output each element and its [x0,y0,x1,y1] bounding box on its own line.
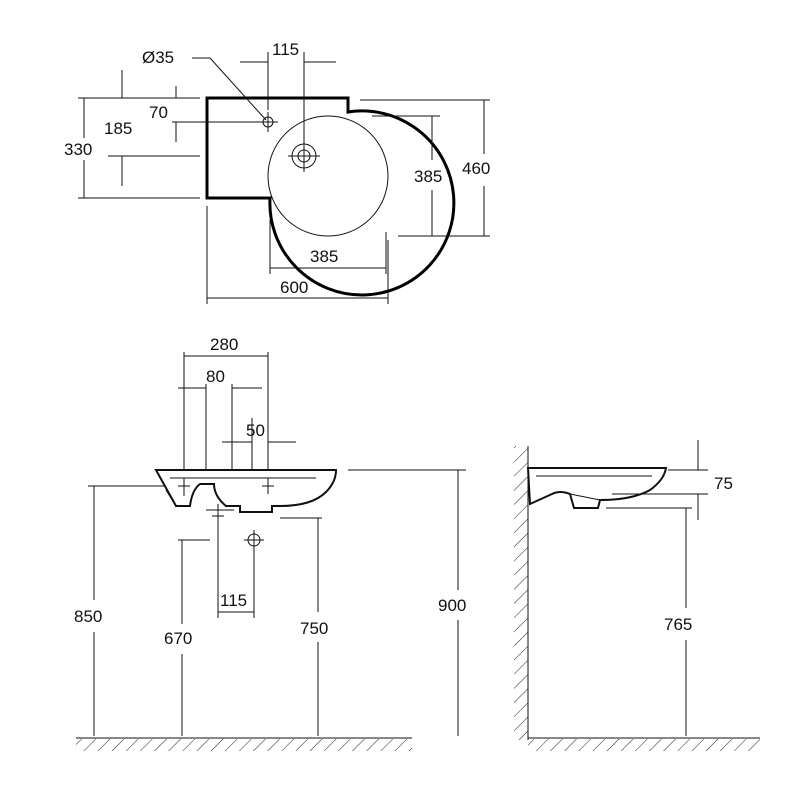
tap-hole-symbol [258,112,278,132]
width-50-label: 50 [246,421,265,440]
width-80-label: 80 [206,367,225,386]
height-850-label: 850 [74,607,102,626]
height-765-label: 765 [664,615,692,634]
front-view: 280 80 50 115 850 670 750 [74,335,466,751]
width-600-label: 600 [280,278,308,297]
height-670-label: 670 [164,629,192,648]
depth-330-label: 330 [64,140,92,159]
basin-side-outline [526,467,668,509]
bowl-circle [267,115,389,237]
bowl-385-horizontal-label: 385 [310,247,338,266]
height-900-label: 900 [438,596,466,615]
bowl-385-vertical-label: 385 [414,167,442,186]
side-view: 75 765 [514,440,760,751]
tap-spacing-label: 115 [272,40,299,59]
front-tap-marks [178,478,274,540]
basin-front-outline [154,469,338,513]
front-floor-hatch [76,739,412,751]
drain-symbol [288,140,320,172]
depth-185-label: 185 [104,119,132,138]
side-floor-hatch [528,739,760,751]
total-460-label: 460 [462,159,490,178]
height-750-label: 750 [300,619,328,638]
width-280-label: 280 [210,335,238,354]
hole-diameter-label: Ø35 [142,48,174,67]
top-view: Ø35 115 70 185 330 385 [64,40,490,304]
wall-hatch [514,446,528,740]
drain-outlet-symbol [244,530,264,550]
basin-top-outline [205,96,456,297]
spacing-115-label: 115 [220,591,247,610]
offset-70-label: 70 [149,103,168,122]
thickness-75-label: 75 [714,474,733,493]
